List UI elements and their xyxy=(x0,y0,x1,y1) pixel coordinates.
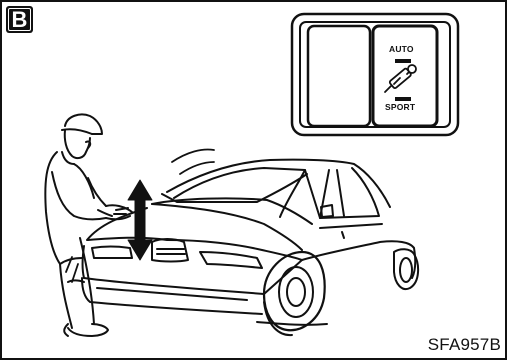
up-down-arrow-icon xyxy=(128,180,152,260)
person xyxy=(45,114,132,336)
sport-indicator xyxy=(395,97,411,101)
figure-code: SFA957B xyxy=(428,335,501,355)
auto-indicator xyxy=(395,59,411,63)
sport-label: SPORT xyxy=(385,102,415,112)
auto-label: AUTO xyxy=(389,44,414,54)
switch-panel xyxy=(292,14,458,135)
